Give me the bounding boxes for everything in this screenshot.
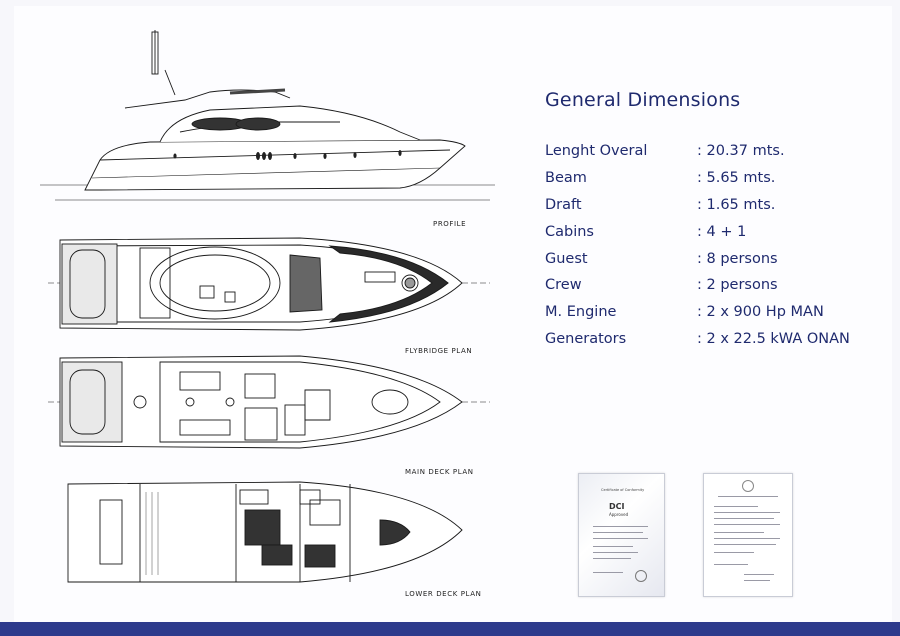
spec-value: : 20.37 mts. — [697, 143, 785, 159]
flybridge-plan-label: FLYBRIDGE PLAN — [405, 347, 473, 355]
spec-value: : 2 persons — [697, 277, 778, 293]
spec-label: Lenght Overal — [545, 143, 648, 159]
emblem-icon — [742, 480, 754, 492]
main-deck-plan-drawing — [48, 355, 490, 449]
certificate-right — [703, 473, 793, 597]
spec-value: : 2 x 22.5 kWA ONAN — [697, 331, 850, 347]
spec-label: M. Engine — [545, 304, 617, 320]
seal-icon — [635, 570, 647, 582]
spec-value: : 5.65 mts. — [697, 170, 776, 186]
footer-band — [0, 622, 900, 636]
certificate-logo: DCI — [609, 502, 625, 511]
spec-label: Generators — [545, 331, 627, 347]
spec-value: : 2 x 900 Hp MAN — [697, 304, 824, 320]
spec-value: : 8 persons — [697, 251, 778, 267]
spec-label: Guest — [545, 251, 588, 267]
profile-label: PROFILE — [433, 220, 467, 228]
lower-deck-plan-drawing — [67, 481, 463, 583]
main-deck-plan-label: MAIN DECK PLAN — [405, 468, 474, 476]
spec-label: Cabins — [545, 224, 594, 240]
spec-value: : 1.65 mts. — [697, 197, 776, 213]
flybridge-plan-drawing — [48, 237, 490, 331]
certificate-left: Certificate of Conformity DCI Approved — [578, 473, 665, 597]
page-title: General Dimensions — [545, 89, 741, 111]
spec-label: Draft — [545, 197, 582, 213]
spec-label: Beam — [545, 170, 587, 186]
spec-label: Crew — [545, 277, 582, 293]
profile-drawing — [40, 30, 495, 201]
lower-deck-plan-label: LOWER DECK PLAN — [405, 590, 482, 598]
spec-value: : 4 + 1 — [697, 224, 747, 240]
certificate-title: Certificate of Conformity — [601, 488, 645, 492]
certificate-sub: Approved — [609, 512, 629, 517]
